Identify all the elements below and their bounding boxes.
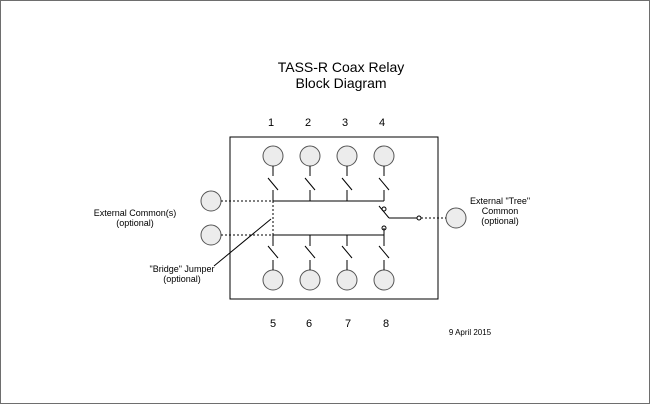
tree-selector-switch: [378, 205, 422, 235]
external-commons-optional: (optional): [116, 218, 154, 228]
tree-common-line-2: Common: [481, 206, 519, 216]
port-label-4: 4: [378, 117, 386, 129]
bridge-jumper-optional: (optional): [163, 274, 201, 284]
external-common-port-lower: [200, 224, 222, 246]
bridge-jumper-leader: [213, 218, 272, 267]
external-commons-text: External Common(s): [93, 208, 177, 218]
title-line-1: TASS-R Coax Relay: [277, 59, 405, 75]
port-7: [336, 269, 358, 291]
bottom-ports: [262, 269, 395, 291]
port-label-1: 1: [267, 117, 275, 129]
port-label-8: 8: [382, 318, 390, 330]
external-commons-label: External Common(s) (optional): [80, 208, 190, 228]
port-label-5: 5: [269, 318, 277, 330]
port-6: [299, 269, 321, 291]
port-8: [373, 269, 395, 291]
port-3: [336, 145, 358, 167]
port-1: [262, 145, 284, 167]
port-label-3: 3: [341, 117, 349, 129]
dotted-connections: [221, 200, 446, 236]
tree-common-optional: (optional): [481, 216, 519, 226]
tree-common-line-1: External "Tree": [469, 196, 531, 206]
port-label-7: 7: [344, 318, 352, 330]
bottom-switches: [267, 235, 390, 270]
port-4: [373, 145, 395, 167]
bridge-jumper-label: "Bridge" Jumper (optional): [132, 264, 232, 284]
bridge-jumper-text: "Bridge" Jumper: [149, 264, 215, 274]
tree-common-label: External "Tree" Common (optional): [455, 196, 545, 226]
port-5: [262, 269, 284, 291]
title-line-2: Block Diagram: [295, 75, 387, 91]
external-common-port-upper: [200, 190, 222, 212]
port-2: [299, 145, 321, 167]
top-switches: [267, 166, 390, 201]
port-label-6: 6: [305, 318, 313, 330]
port-label-2: 2: [304, 117, 312, 129]
date-label: 9 April 2015: [448, 328, 492, 337]
top-ports: [262, 145, 395, 167]
